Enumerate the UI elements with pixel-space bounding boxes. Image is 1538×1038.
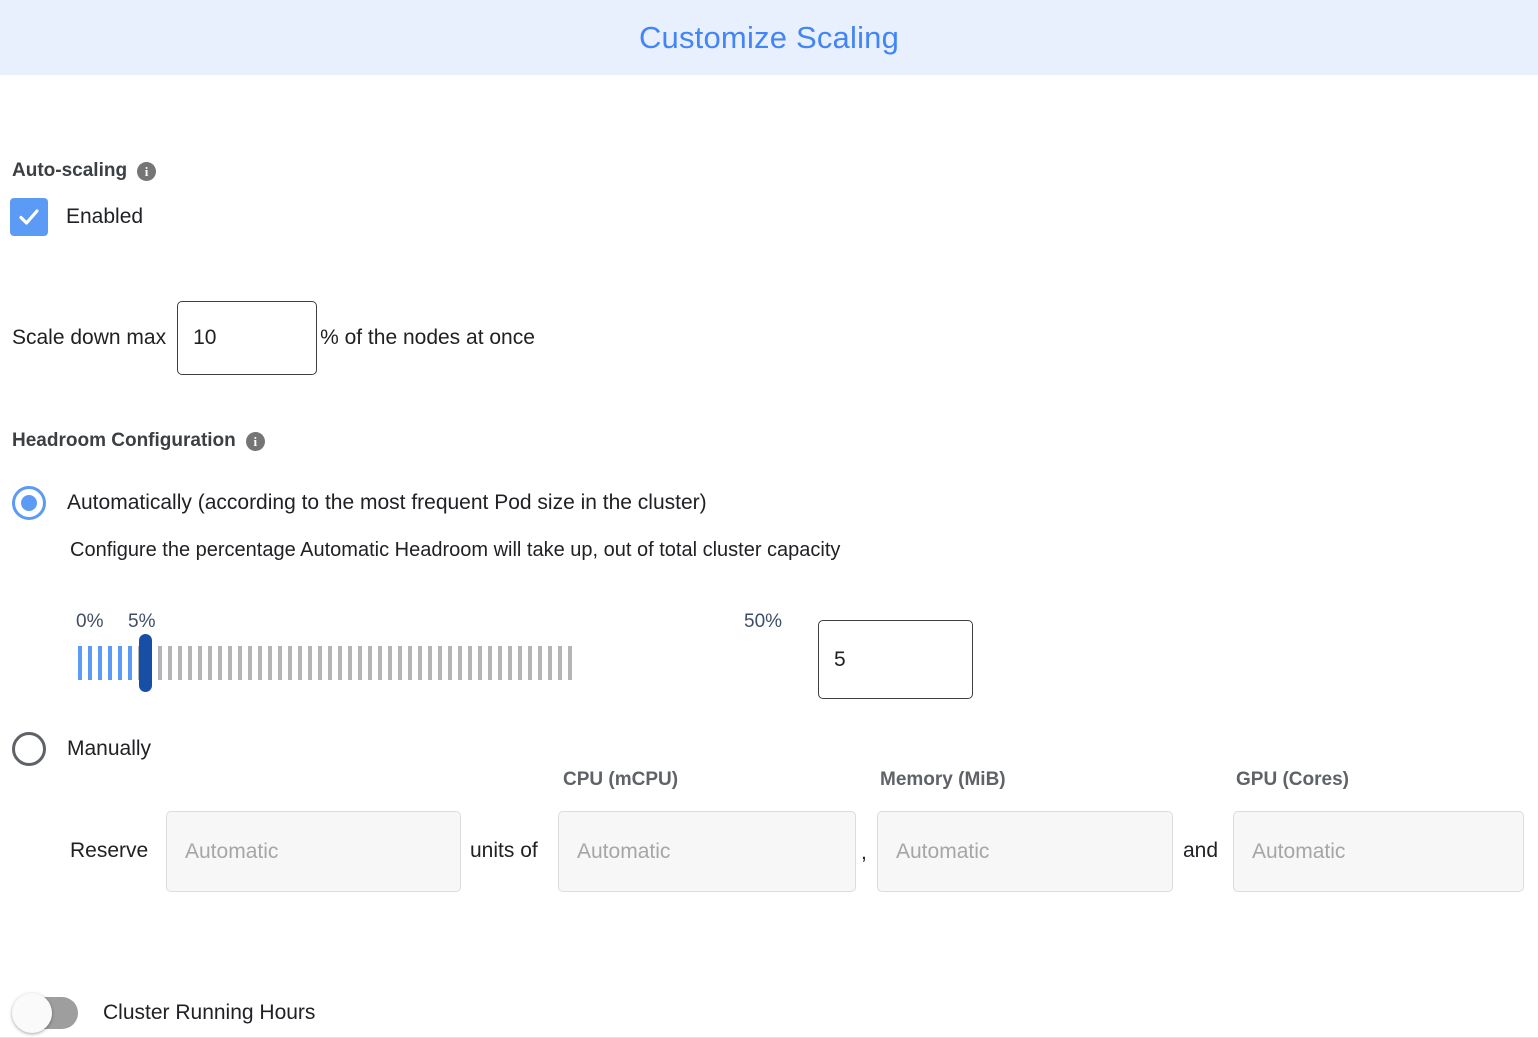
dialog-header: Customize Scaling [0,0,1538,75]
slider-tick[interactable] [368,646,372,680]
radio-automatic[interactable] [12,486,46,520]
slider-tick[interactable] [98,646,102,680]
reserve-memory-input[interactable] [877,811,1173,892]
slider-tick[interactable] [168,646,172,680]
cluster-running-hours-label: Cluster Running Hours [103,1001,316,1024]
headroom-option-manual[interactable]: Manually [12,732,151,766]
slider-tick[interactable] [448,646,452,680]
slider-tick[interactable] [528,646,532,680]
slider-tick[interactable] [548,646,552,680]
column-header-gpu: GPU (Cores) [1236,769,1349,790]
slider-tick[interactable] [188,646,192,680]
reserve-units-input[interactable] [166,811,461,892]
slider-thumb[interactable] [139,634,152,692]
toggle-knob [12,993,52,1033]
info-icon[interactable]: i [137,161,157,181]
headroom-section-label: Headroom Configuration i [12,430,265,452]
autoscaling-enabled-checkbox[interactable] [10,198,48,236]
slider-tick[interactable] [538,646,542,680]
slider-tick[interactable] [78,646,82,680]
reserve-label: Reserve [70,839,149,862]
headroom-value-input[interactable] [818,620,973,699]
info-icon[interactable]: i [245,431,265,451]
slider-tick[interactable] [178,646,182,680]
slider-tick[interactable] [248,646,252,680]
autoscaling-section-label: Auto-scaling i [12,160,157,182]
units-of-label: units of [470,839,538,862]
slider-tick[interactable] [128,646,132,680]
cluster-running-hours-row[interactable]: Cluster Running Hours [12,993,316,1033]
slider-max-label: 50% [744,611,783,632]
slider-tick[interactable] [318,646,322,680]
slider-tick[interactable] [88,646,92,680]
slider-min-label: 0% [76,611,104,632]
headroom-slider[interactable]: 0% 5% 50% [0,605,1538,715]
slider-tick[interactable] [428,646,432,680]
slider-tick[interactable] [108,646,112,680]
cluster-running-hours-toggle[interactable] [12,993,78,1033]
slider-tick[interactable] [288,646,292,680]
scale-down-max-input[interactable] [177,301,318,375]
column-header-memory: Memory (MiB) [880,769,1006,790]
comma-separator: , [861,841,867,864]
slider-tick[interactable] [228,646,232,680]
headroom-label-text: Headroom Configuration [12,430,236,451]
and-separator: and [1183,839,1219,862]
slider-tick[interactable] [568,646,572,680]
slider-tick-track[interactable] [78,645,572,681]
slider-tick[interactable] [498,646,502,680]
page-title: Customize Scaling [638,19,900,55]
slider-tick[interactable] [488,646,492,680]
slider-tick[interactable] [298,646,302,680]
radio-manual[interactable] [12,732,46,766]
slider-tick[interactable] [418,646,422,680]
slider-tick[interactable] [328,646,332,680]
radio-manual-label: Manually [67,737,152,760]
slider-tick[interactable] [398,646,402,680]
slider-tick[interactable] [388,646,392,680]
reserve-cpu-input[interactable] [558,811,856,892]
slider-tick[interactable] [408,646,412,680]
column-header-cpu: CPU (mCPU) [563,769,679,790]
slider-tick[interactable] [348,646,352,680]
slider-tick[interactable] [218,646,222,680]
slider-tick[interactable] [558,646,562,680]
slider-tick[interactable] [118,646,122,680]
autoscaling-enabled-row[interactable]: Enabled [10,198,143,236]
slider-tick[interactable] [378,646,382,680]
headroom-option-automatic[interactable]: Automatically (according to the most fre… [12,486,707,520]
autoscaling-enabled-label: Enabled [66,205,144,228]
radio-automatic-label: Automatically (according to the most fre… [67,491,707,514]
slider-tick[interactable] [518,646,522,680]
slider-tick[interactable] [468,646,472,680]
slider-tick[interactable] [358,646,362,680]
autoscaling-label-text: Auto-scaling [12,160,128,181]
slider-tick[interactable] [158,646,162,680]
slider-tick[interactable] [268,646,272,680]
reserve-gpu-input[interactable] [1233,811,1524,892]
slider-tick[interactable] [278,646,282,680]
headroom-description: Configure the percentage Automatic Headr… [70,539,841,561]
slider-tick[interactable] [308,646,312,680]
slider-tick[interactable] [208,646,212,680]
scale-down-max-row: Scale down max % of the nodes at once [12,301,535,375]
slider-tick[interactable] [478,646,482,680]
slider-tick[interactable] [258,646,262,680]
slider-tick[interactable] [338,646,342,680]
scale-down-max-suffix: % of the nodes at once [320,326,535,349]
slider-tick[interactable] [508,646,512,680]
scale-down-max-label: Scale down max [12,326,167,349]
slider-value-label: 5% [128,611,156,632]
slider-tick[interactable] [238,646,242,680]
slider-tick[interactable] [438,646,442,680]
slider-tick[interactable] [458,646,462,680]
slider-tick[interactable] [198,646,202,680]
